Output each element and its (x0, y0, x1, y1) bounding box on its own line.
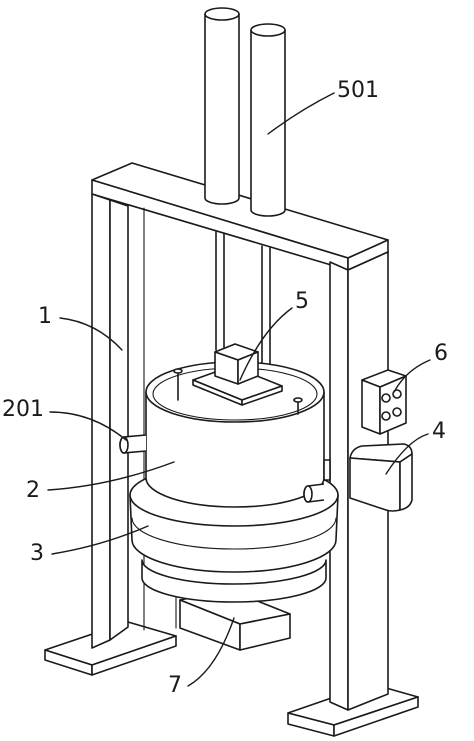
callout-1: 1 (38, 304, 52, 329)
control-panel (361, 369, 407, 435)
left-base-plate (44, 621, 177, 676)
callout-201: 201 (2, 397, 44, 422)
lower-base-ring (141, 559, 327, 603)
leader-lines (47, 92, 431, 687)
callout-7: 7 (168, 673, 182, 698)
outlet-pipe (303, 459, 331, 503)
lid-bolts (173, 368, 303, 415)
callout-4: 4 (432, 419, 446, 444)
stirring-motor (214, 343, 259, 385)
support-block (175, 589, 291, 651)
callout-5: 5 (295, 289, 309, 314)
motor-box (349, 443, 413, 512)
callout-2: 2 (26, 478, 40, 503)
callout-501: 501 (337, 78, 379, 103)
inlet-pipe (119, 434, 147, 454)
frame (91, 162, 389, 711)
piston-rods (215, 231, 271, 386)
hydraulic-cylinders (204, 7, 286, 217)
callout-3: 3 (30, 541, 44, 566)
callout-6: 6 (434, 341, 448, 366)
